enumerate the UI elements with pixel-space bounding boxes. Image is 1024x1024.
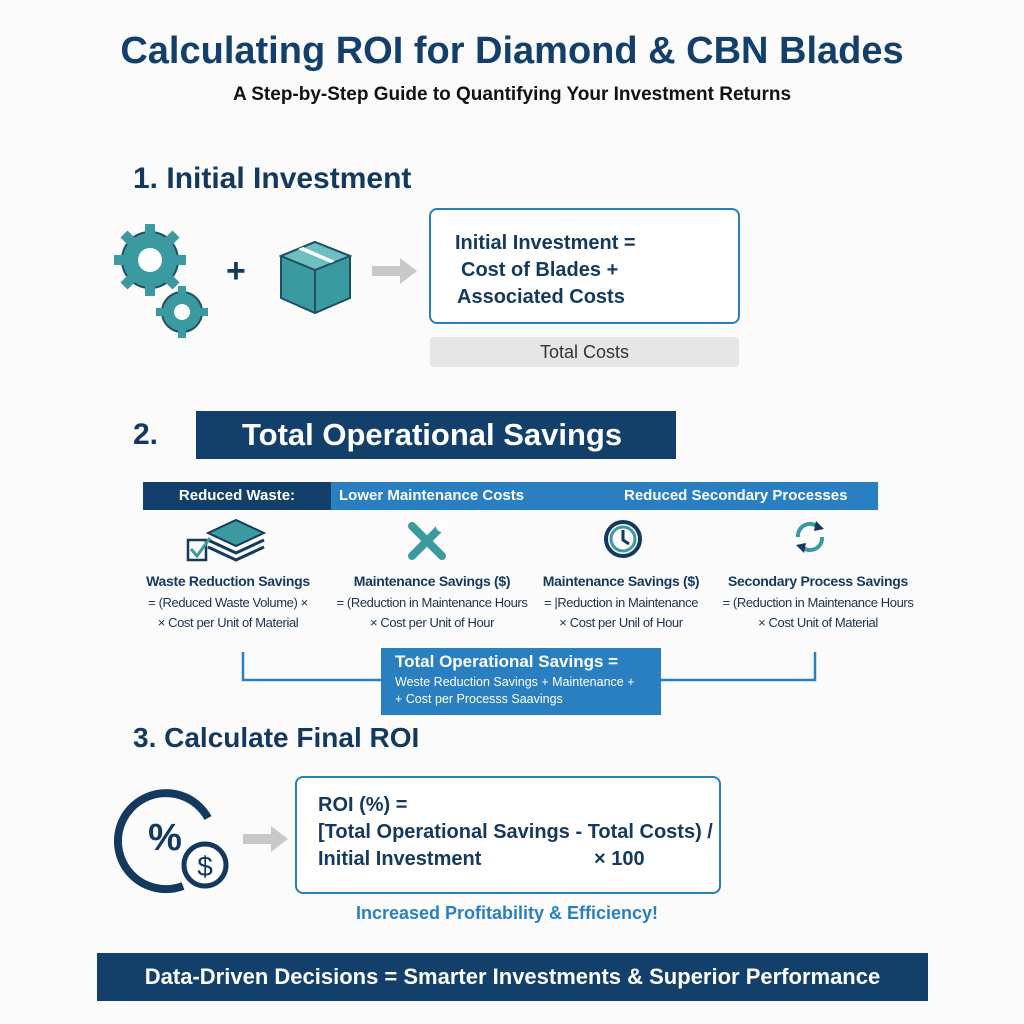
secondary-process-column: Secondary Process Savings = (Reduction in… [710, 571, 926, 633]
arrow-icon [243, 826, 288, 852]
svg-text:$: $ [197, 851, 213, 882]
total-costs-label: Total Costs [430, 337, 739, 367]
total-savings-formula: + Cost per Processs Saavings [395, 692, 563, 706]
savings-category-band: Reduced Waste: Lower Maintenance Costs R… [143, 482, 878, 510]
waste-reduction-column: Waste Reduction Savings = (Reduced Waste … [130, 571, 326, 633]
arrow-icon [372, 258, 417, 284]
band-reduced-waste: Reduced Waste: [143, 482, 331, 510]
formula-line: Initial Investment = [455, 232, 636, 254]
layers-check-icon [186, 518, 266, 562]
total-savings-box: Total Operational Savings = Weste Reduct… [381, 648, 661, 715]
step3-heading: 3. Calculate Final ROI [133, 722, 420, 753]
clock-icon [604, 520, 642, 558]
column-formula: × Cost Unit of Material [758, 615, 878, 630]
tagline: Increased Profitability & Efficiency! [355, 903, 659, 923]
formula-line: Cost of Blades + [461, 259, 619, 281]
step2-heading: Total Operational Savings [196, 411, 676, 459]
recycle-arrows-icon [795, 521, 825, 553]
page-title: Calculating ROI for Diamond & CBN Blades [120, 30, 904, 72]
svg-text:%: % [148, 817, 182, 859]
column-title: Maintenance Savings ($) [542, 573, 700, 589]
maintenance-column-1: Maintenance Savings ($) = (Reduction in M… [330, 571, 534, 633]
step1-heading: 1. Initial Investment [133, 162, 412, 195]
formula-line: Associated Costs [457, 286, 625, 308]
percent-dollar-icon: % $ [114, 789, 229, 894]
formula-line: Initial Investment [318, 848, 482, 870]
column-formula: × Cost per Unil of Hour [559, 615, 683, 630]
column-formula: = (Reduced Waste Volume) × [148, 595, 308, 610]
column-title: Waste Reduction Savings [146, 573, 310, 589]
column-formula: × Cost per Unit of Material [157, 615, 299, 630]
total-savings-title: Total Operational Savings = [395, 652, 619, 671]
footer-banner: Data-Driven Decisions = Smarter Investme… [97, 953, 928, 1001]
column-title: Secondary Process Savings [727, 573, 909, 589]
formula-line: ROI (%) = [318, 794, 408, 816]
gears-icon [114, 224, 208, 338]
wrench-screwdriver-icon [408, 520, 448, 560]
band-reduced-secondary: Reduced Secondary Processes [611, 482, 878, 510]
step2-number: 2. [133, 418, 159, 451]
band-lower-maintenance: Lower Maintenance Costs [331, 482, 611, 510]
column-title: Maintenance Savings ($) [353, 573, 511, 589]
column-formula: = (Reduction in Maintenance Hours [336, 595, 528, 610]
multiplier: × 100 [594, 848, 645, 870]
formula-line: [Total Operational Savings - Total Costs… [318, 821, 713, 843]
page-subtitle: A Step-by-Step Guide to Quantifying Your… [232, 84, 792, 105]
plus-sign: + [226, 252, 246, 290]
column-formula: × Cost per Unit of Hour [369, 615, 495, 630]
box-icon [278, 240, 353, 315]
total-savings-formula: Weste Reduction Savings + Maintenance + [395, 675, 635, 689]
column-formula: = (Reduction in Maintenance Hours [722, 595, 914, 610]
maintenance-column-2: Maintenance Savings ($) = |Reduction in M… [538, 571, 704, 633]
initial-investment-formula-box: Initial Investment = Cost of Blades + As… [429, 208, 740, 324]
roi-formula-box: ROI (%) = [Total Operational Savings - T… [295, 776, 721, 894]
column-formula: = |Reduction in Maintenance [543, 595, 699, 610]
